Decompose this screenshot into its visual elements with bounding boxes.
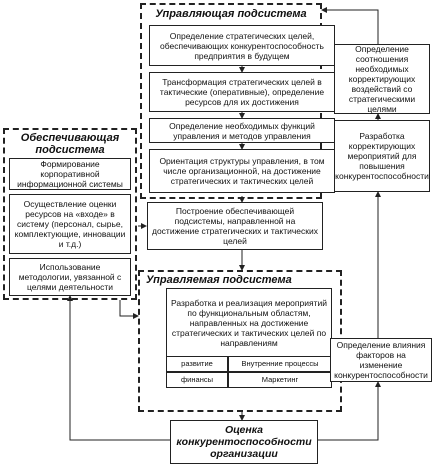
area-marketing: Маркетинг [228,372,332,388]
managed-main-box: Разработка и реализация мероприятий по ф… [166,288,332,356]
management-box-1: Определение стратегических целей, обеспе… [149,25,335,66]
right-box-factor-influence: Определение влияния факторов на изменени… [330,338,432,382]
competitiveness-evaluation: Оценка конкурентоспособности организации [170,420,318,464]
managed-subsystem-title: Управляемая подсистема [146,274,292,286]
support-building-box: Построение обеспечивающей подсистемы, на… [147,202,323,250]
right-box-correction-ratio: Определение соотношения необходимых корр… [334,44,430,114]
area-development: развитие [166,356,228,372]
management-box-2: Трансформация стратегических целей в так… [149,72,335,112]
management-box-4: Ориентация структуры управления, в том ч… [149,149,335,193]
management-subsystem-title: Управляющая подсистема [155,8,307,20]
support-box-1: Формирование корпоративной информационно… [9,158,131,190]
area-finance: финансы [166,372,228,388]
support-box-2: Осуществление оценки ресурсов на «входе»… [9,194,131,254]
support-subsystem-title: Обеспечивающая подсистема [20,132,120,156]
area-internal-processes: Внутренние процессы [228,356,332,372]
support-subsystem: Обеспечивающая подсистема [3,128,137,300]
management-box-3: Определение необходимых функций управлен… [149,118,335,143]
support-box-3: Использование методологии, увязанной с ц… [9,258,131,296]
right-box-corrective-measures: Разработка корректирующих мероприятий дл… [334,120,430,192]
